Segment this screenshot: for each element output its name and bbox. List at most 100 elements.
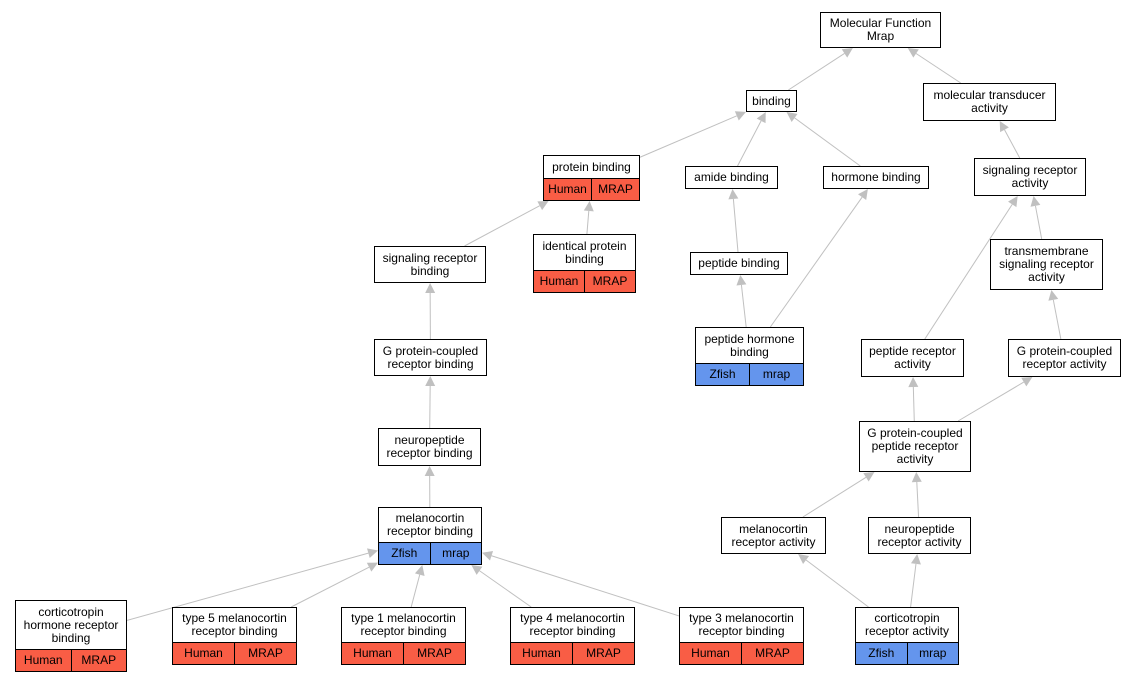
annotation-gene: mrap [906,643,959,664]
node-g-protein-coupled-receptor-binding[interactable]: G protein-coupled receptor binding [374,339,487,376]
node-corticotropin-hormone-receptor-binding[interactable]: corticotropin hormone receptor binding H… [15,600,127,672]
edge-arrowhead-icon [425,376,436,387]
annotation-gene: mrap [749,364,803,385]
edge-arrowhead-icon [583,201,594,212]
edge-arrowhead-icon [537,201,549,211]
node-label: Molecular Function Mrap [829,16,932,43]
annotation-row: Human MRAP [511,642,634,664]
annotation-species: Zfish [391,546,418,560]
annotation-species: Human [353,646,392,660]
edge-arrowhead-icon [366,562,378,572]
node-neuropeptide-receptor-binding[interactable]: neuropeptide receptor binding [378,428,481,466]
edge-corticotropin_hrb-to-melanocortin_receptor_binding [126,552,369,621]
node-label: type 1 melanocortin receptor binding [351,611,456,638]
node-label: G protein-coupled receptor activity [1016,344,1113,371]
edge-arrowhead-icon [863,472,875,482]
edge-corticotropin_ra-to-melanocortin_receptor_activity [805,559,869,608]
node-type-3-melanocortin-receptor-binding[interactable]: type 3 melanocortin receptor binding Hum… [679,607,804,665]
node-melanocortin-receptor-activity[interactable]: melanocortin receptor activity [721,517,826,554]
edge-arrowhead-icon [756,112,766,124]
node-type-4-melanocortin-receptor-binding[interactable]: type 4 melanocortin receptor binding Hum… [510,607,635,665]
edge-type5-to-melanocortin_receptor_binding [290,566,370,608]
edge-arrowhead-icon [482,550,494,561]
node-identical-protein-binding[interactable]: identical protein binding Human MRAP [533,234,636,293]
node-label: protein binding [552,159,631,174]
annotation-species: Human [539,274,579,288]
edge-arrowhead-icon [786,112,798,122]
edge-peptide_hormone_binding-to-hormone_binding [769,196,863,328]
annotation-gene: MRAP [591,179,639,200]
edge-hormone_binding-to-binding [794,117,861,167]
node-label: type 4 melanocortin receptor binding [520,611,625,638]
edge-arrowhead-icon [798,554,810,565]
edge-arrowhead-icon [414,565,425,576]
edge-arrowhead-icon [841,48,853,58]
node-type-5-melanocortin-receptor-binding[interactable]: type 5 melanocortin receptor binding Hum… [172,607,297,665]
node-label: corticotropin receptor activity [864,611,950,638]
annotation-gene: MRAP [70,650,127,671]
edge-type4-to-melanocortin_receptor_binding [479,570,532,608]
node-label: type 3 melanocortin receptor binding [689,611,794,638]
edge-arrowhead-icon [1030,196,1041,207]
edge-signaling_receptor_binding-to-protein_binding [464,205,540,247]
annotation-species: Human [548,182,587,196]
node-transmembrane-signaling-receptor-activity[interactable]: transmembrane signaling receptor activit… [990,239,1103,290]
annotation-gene: mrap [429,543,482,564]
annotation-row: Human MRAP [534,270,635,292]
node-peptide-hormone-binding[interactable]: peptide hormone binding Zfish mrap [695,327,804,386]
annotation-species: Human [23,653,63,667]
edge-arrowhead-icon [728,189,739,200]
node-corticotropin-receptor-activity[interactable]: corticotropin receptor activity Zfish mr… [855,607,959,665]
node-amide-binding[interactable]: amide binding [685,166,778,189]
node-molecular-function-mrap[interactable]: Molecular Function Mrap [820,12,941,48]
node-protein-binding[interactable]: protein binding Human MRAP [543,155,640,201]
node-label: transmembrane signaling receptor activit… [999,244,1094,284]
edge-arrowhead-icon [911,554,921,565]
node-g-protein-coupled-receptor-activity[interactable]: G protein-coupled receptor activity [1008,339,1121,377]
node-label: signaling receptor binding [382,250,478,278]
node-peptide-binding[interactable]: peptide binding [690,252,788,275]
node-hormone-binding[interactable]: hormone binding [823,166,929,189]
annotation-row: Human MRAP [16,649,126,671]
edge-peptide_hormone_binding-to-peptide_binding [740,284,747,328]
edge-gpcr_activity-to-transmembrane_signaling [1052,299,1062,340]
node-label: peptide hormone binding [704,331,795,359]
node-label: melanocortin receptor binding [386,511,474,538]
annotation-species: Zfish [868,646,895,660]
edge-arrowhead-icon [1021,377,1033,387]
node-binding[interactable]: binding [746,90,797,112]
node-label: neuropeptide receptor binding [386,433,473,460]
edge-gpcr_peptide_activity-to-gpcr_activity [957,381,1025,422]
node-type-1-melanocortin-receptor-binding[interactable]: type 1 melanocortin receptor binding Hum… [341,607,466,665]
edge-arrowhead-icon [736,275,747,286]
edge-arrowhead-icon [424,466,435,477]
edge-peptide_binding-to-amide_binding [732,198,739,253]
node-signaling-receptor-activity[interactable]: signaling receptor activity [974,158,1086,196]
node-peptide-receptor-activity[interactable]: peptide receptor activity [861,339,964,377]
annotation-row: Human MRAP [680,642,803,664]
node-signaling-receptor-binding[interactable]: signaling receptor binding [374,246,486,283]
edge-arrowhead-icon [911,472,922,483]
node-molecular-transducer-activity[interactable]: molecular transducer activity [923,83,1056,121]
annotation-species: Human [184,646,223,660]
node-label: melanocortin receptor activity [731,521,816,549]
edge-type1-to-melanocortin_receptor_binding [410,574,421,608]
node-label: G protein-coupled peptide receptor activ… [867,426,963,466]
node-neuropeptide-receptor-activity[interactable]: neuropeptide receptor activity [868,517,971,554]
edge-arrowhead-icon [367,548,378,558]
edge-amide_binding-to-binding [737,120,762,167]
annotation-row: Human MRAP [544,178,639,200]
node-label: hormone binding [831,170,921,184]
node-melanocortin-receptor-binding[interactable]: melanocortin receptor binding Zfish mrap [378,507,482,565]
edge-mol_transducer-to-root [915,53,962,84]
edge-gpcr_peptide_activity-to-peptide_receptor_activity [912,386,915,422]
edge-transmembrane_signaling-to-signaling_receptor_activity [1034,205,1043,240]
edge-arrowhead-icon [1048,290,1059,301]
annotation-gene: MRAP [584,271,635,292]
edge-arrowhead-icon [908,377,919,388]
edge-arrowhead-icon [907,48,919,58]
node-g-protein-coupled-peptide-receptor-activity[interactable]: G protein-coupled peptide receptor activ… [859,421,971,472]
annotation-gene: MRAP [234,643,296,664]
annotation-gene: MRAP [403,643,465,664]
